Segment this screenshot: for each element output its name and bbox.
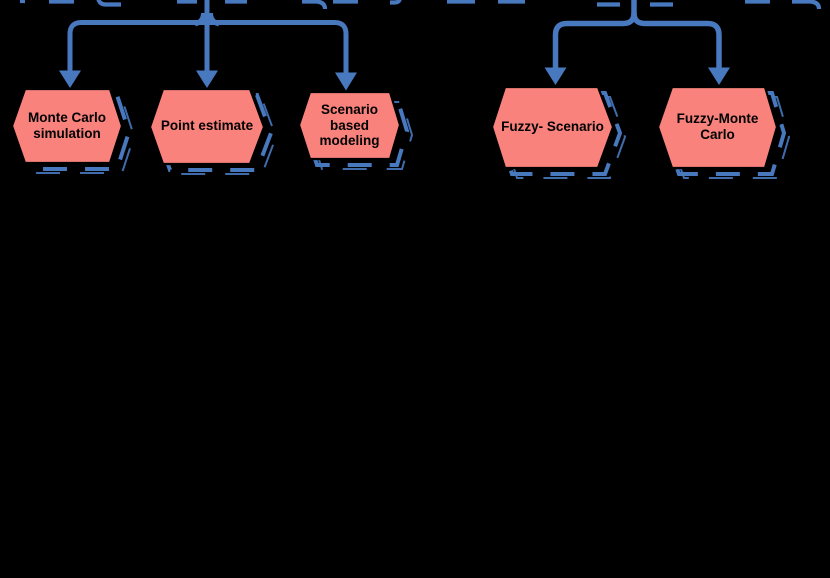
dashed-corner-fragment xyxy=(96,0,121,7)
arrow-down-icon xyxy=(544,67,567,85)
nodes xyxy=(10,85,779,170)
node-shadow xyxy=(303,96,410,167)
arrow-down-icon xyxy=(708,67,730,85)
node-fuzzy-monte-carlo xyxy=(656,85,779,170)
node-point-estimate xyxy=(148,87,266,166)
dashed-corner-fragment xyxy=(792,0,822,10)
node-shadow-echo xyxy=(309,101,414,170)
node-fuzzy-scenario xyxy=(490,85,615,170)
left-tree-fillets xyxy=(194,12,220,27)
right-tree-right-branch xyxy=(631,12,722,68)
node-shadow xyxy=(154,93,274,172)
right-tree-left-branch xyxy=(552,12,637,68)
left-tree-bracket xyxy=(67,20,349,73)
left-connector-tree xyxy=(59,0,357,91)
arrow-down-icon xyxy=(59,70,81,88)
right-connector-tree xyxy=(544,0,730,85)
node-shadow-echo xyxy=(22,98,136,174)
arrow-down-icon xyxy=(196,70,218,88)
node-shadow-echo xyxy=(502,96,627,179)
node-shadow-echo xyxy=(668,96,791,179)
top-edge-fragments xyxy=(20,0,822,10)
dashed-corner-fragment xyxy=(302,0,328,10)
node-monte-carlo-simulation xyxy=(10,87,124,165)
arrow-down-icon xyxy=(335,72,357,91)
node-scenario-based-modeling xyxy=(297,90,402,161)
dashed-corner-fragment xyxy=(390,0,402,5)
